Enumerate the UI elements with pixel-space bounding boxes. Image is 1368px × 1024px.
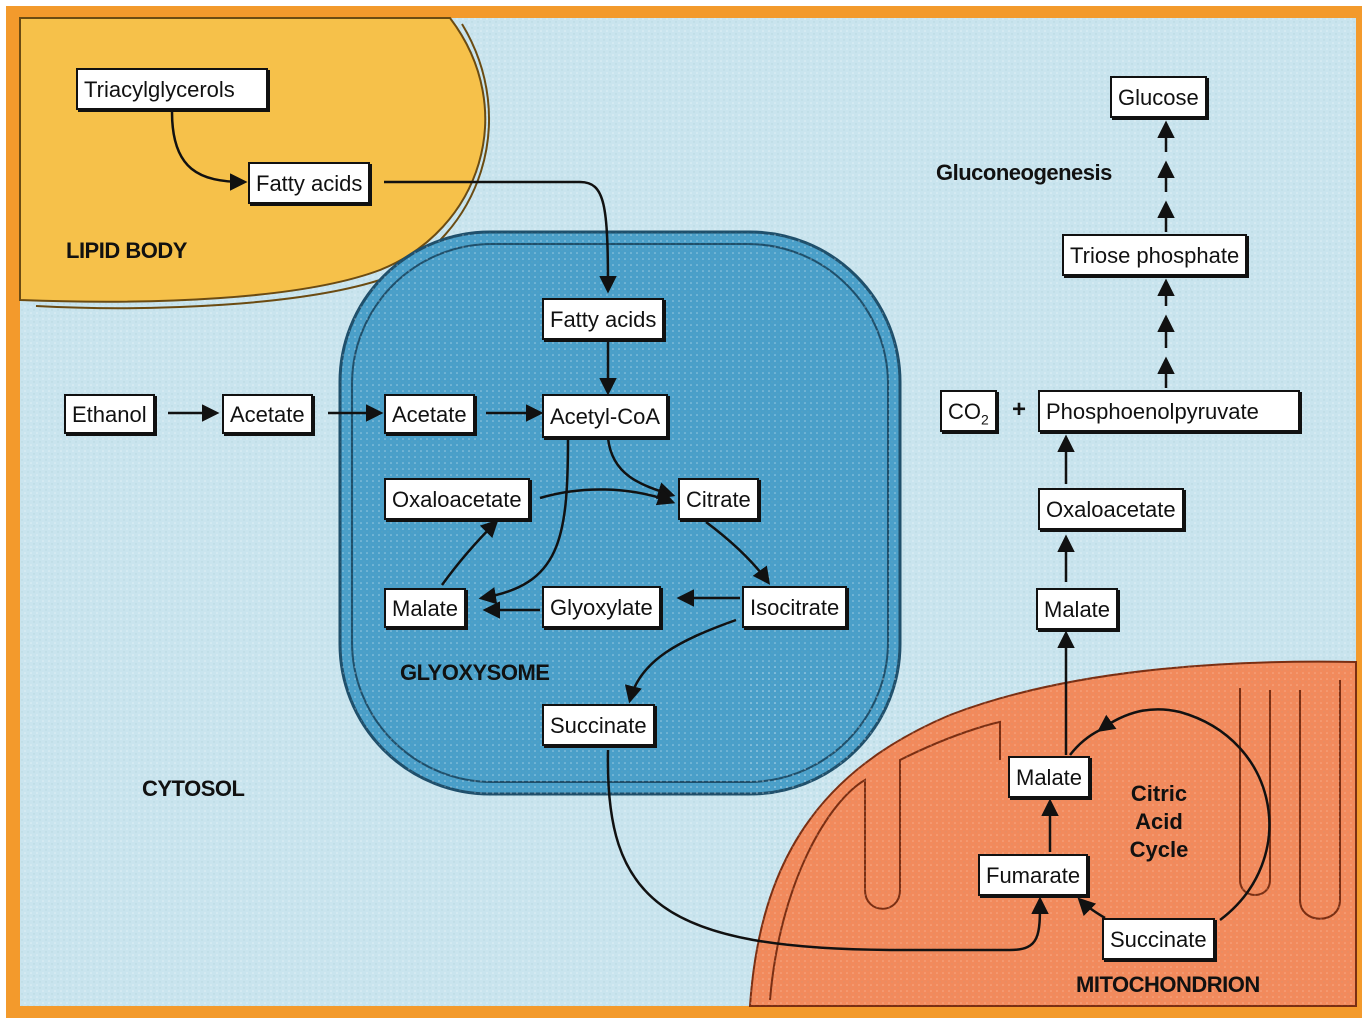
label-glyoxysome: GLYOXYSOME — [400, 660, 550, 685]
citric-cycle-tail — [1069, 728, 1101, 756]
node-triose-phosphate: Triose phosphate — [1062, 234, 1248, 276]
co2-text: CO — [948, 399, 981, 424]
mitochondrion-texture — [750, 662, 1356, 1006]
arrow-triacylglycerols-to-fatty-acids — [170, 111, 248, 191]
arrow-succinate-to-fumarate-mito — [1077, 897, 1106, 920]
glyoxysome-texture — [340, 232, 900, 794]
node-succinate-mitochondrion: Succinate — [1102, 918, 1215, 960]
node-isocitrate: Isocitrate — [742, 586, 848, 628]
arrow-oxaloacetate-to-citrate — [539, 488, 676, 506]
node-oxaloacetate-cytosol: Oxaloacetate — [1038, 488, 1184, 530]
node-malate-glyoxysome: Malate — [384, 588, 467, 628]
arrow-acetyl-coa-to-malate — [478, 437, 570, 605]
node-fatty-acids-glyoxysome: Fatty acids — [542, 298, 665, 340]
node-glyoxylate: Glyoxylate — [542, 586, 661, 628]
label-lipid-body: LIPID BODY — [66, 238, 187, 263]
node-triacylglycerols: Triacylglycerols — [76, 68, 268, 110]
arrow-citrate-to-isocitrate — [705, 521, 771, 585]
node-acetate-glyoxysome: Acetate — [384, 394, 475, 434]
node-acetyl-coa: Acetyl-CoA — [542, 394, 669, 438]
node-glucose: Glucose — [1110, 76, 1207, 118]
node-acetate-cytosol: Acetate — [222, 394, 313, 434]
node-succinate-glyoxysome: Succinate — [542, 704, 655, 746]
node-malate-mitochondrion: Malate — [1008, 756, 1091, 798]
node-fatty-acids-lipid: Fatty acids — [248, 162, 371, 204]
node-malate-cytosol: Malate — [1036, 588, 1119, 630]
arrow-citric-acid-cycle-loop — [1097, 708, 1271, 921]
node-citrate: Citrate — [678, 478, 759, 520]
arrow-fatty-acids-to-glyoxysome — [384, 180, 617, 294]
label-citric-acid-cycle: Citric Acid Cycle — [1129, 781, 1189, 862]
label-gluconeogenesis: Gluconeogenesis — [936, 160, 1112, 185]
node-fumarate: Fumarate — [978, 854, 1089, 896]
arrow-malate-to-oxaloacetate — [440, 519, 499, 586]
co2-subscript: 2 — [981, 411, 989, 428]
node-ethanol: Ethanol — [64, 394, 155, 434]
label-cytosol: CYTOSOL — [142, 776, 245, 801]
arrow-isocitrate-to-succinate — [624, 618, 737, 704]
plus-sign: + — [1012, 396, 1027, 423]
node-phosphoenolpyruvate: Phosphoenolpyruvate — [1038, 390, 1300, 432]
label-mitochondrion: MITOCHONDRION — [1076, 972, 1260, 997]
arrow-succinate-to-fumarate — [606, 749, 1049, 952]
node-oxaloacetate-glyoxysome: Oxaloacetate — [384, 478, 530, 520]
node-co2: CO2 — [940, 390, 997, 432]
